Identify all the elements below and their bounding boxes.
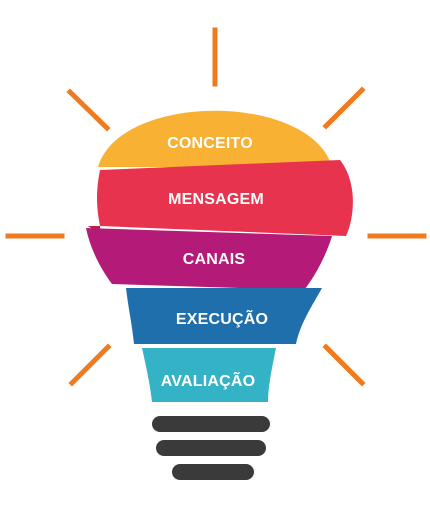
layer-conceito — [98, 110, 332, 167]
label-conceito: CONCEITO — [167, 135, 253, 152]
ray-upper-right — [322, 86, 366, 130]
ray-upper-left — [66, 88, 111, 132]
label-mensagem: MENSAGEM — [168, 191, 264, 208]
bulb-layers — [86, 110, 353, 402]
label-canais: CANAIS — [183, 251, 246, 268]
base-bar-3 — [172, 464, 254, 480]
label-execucao: EXECUÇÃO — [176, 308, 268, 328]
layer-avaliacao — [142, 348, 276, 402]
light-rays — [5, 27, 427, 387]
ray-lower-left — [68, 343, 112, 387]
layer-canais — [86, 228, 332, 290]
layer-labels: CONCEITO MENSAGEM CANAIS EXECUÇÃO AVALIA… — [161, 135, 268, 390]
bulb-base-icon — [152, 416, 270, 480]
layer-mensagem — [97, 160, 353, 236]
layer-execucao — [126, 288, 322, 344]
label-avaliacao: AVALIAÇÃO — [161, 370, 256, 390]
base-bar-2 — [156, 440, 266, 456]
ray-lower-right — [322, 343, 366, 387]
base-bar-1 — [152, 416, 270, 432]
